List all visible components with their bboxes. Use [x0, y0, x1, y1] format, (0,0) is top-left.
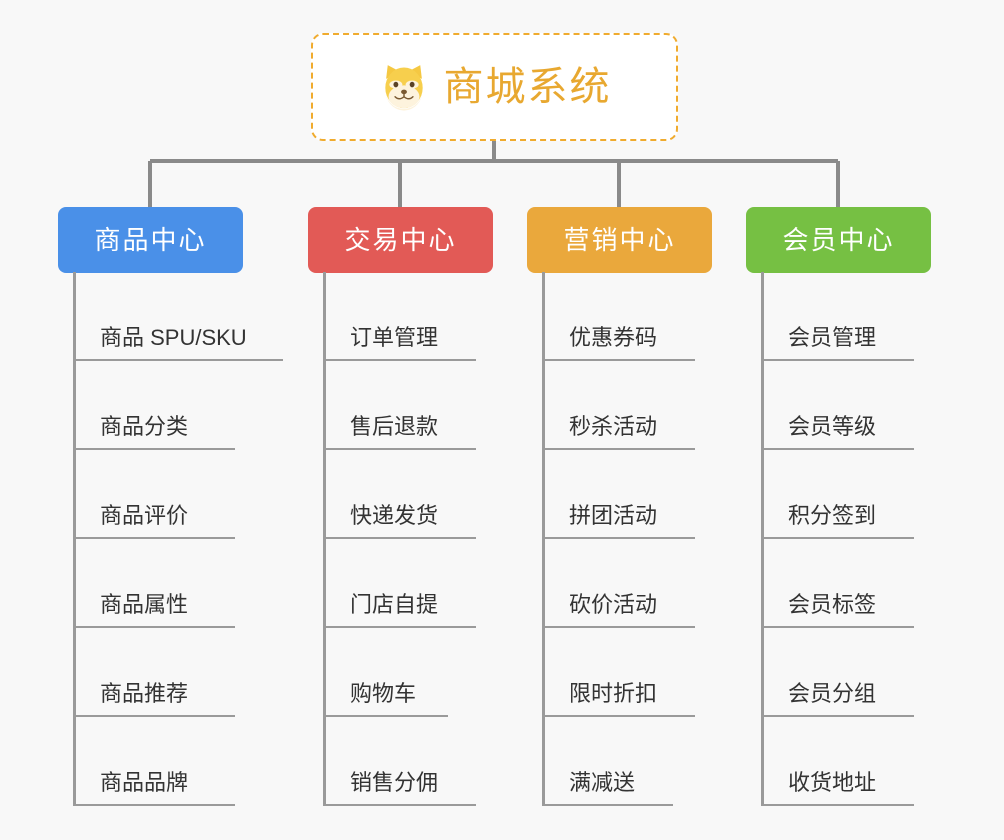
leaf-label: 会员标签: [788, 592, 877, 617]
leaf-underline: [542, 537, 695, 539]
leaf-underline: [323, 804, 476, 806]
leaf-label: 商品推荐: [100, 681, 189, 706]
leaf-trunk-marketing: [542, 272, 545, 806]
root-node[interactable]: 商城系统: [311, 33, 678, 141]
leaf-label: 商品品牌: [100, 770, 189, 795]
leaf-underline: [73, 715, 235, 717]
leaf-label: 商品评价: [100, 503, 189, 528]
leaf-underline: [323, 626, 476, 628]
leaf-underline: [542, 448, 695, 450]
leaf-label: 销售分佣: [350, 770, 439, 795]
leaf-trunk-trade: [323, 272, 326, 806]
leaf-underline: [542, 359, 695, 361]
leaf-underline: [761, 715, 914, 717]
category-label-marketing: 营销中心: [563, 225, 676, 255]
leaf-label: 会员管理: [788, 325, 877, 350]
leaf-underline: [761, 359, 914, 361]
leaf-underline: [761, 804, 914, 806]
leaf-label: 门店自提: [350, 592, 439, 617]
leaf-underline: [761, 448, 914, 450]
category-card-marketing[interactable]: 营销中心: [527, 207, 712, 273]
leaf-label: 积分签到: [788, 503, 877, 528]
leaf-underline: [323, 448, 476, 450]
leaf-label: 快递发货: [350, 503, 439, 528]
leaf-label: 满减送: [569, 770, 636, 795]
category-label-trade: 交易中心: [344, 225, 457, 255]
leaf-underline: [73, 537, 235, 539]
leaf-underline: [73, 448, 235, 450]
leaf-label: 订单管理: [350, 325, 439, 350]
root-title: 商城系统: [443, 65, 612, 109]
leaf-underline: [323, 715, 448, 717]
leaf-label: 售后退款: [350, 414, 439, 439]
category-label-product: 商品中心: [94, 225, 207, 255]
leaf-underline: [73, 626, 235, 628]
leaf-label: 会员等级: [788, 414, 877, 439]
leaf-underline: [323, 537, 476, 539]
category-card-trade[interactable]: 交易中心: [308, 207, 493, 273]
leaf-label: 商品分类: [100, 414, 189, 439]
leaf-label: 拼团活动: [569, 503, 658, 528]
leaf-underline: [761, 537, 914, 539]
leaf-underline: [73, 804, 235, 806]
leaf-label: 限时折扣: [569, 681, 658, 706]
leaf-label: 会员分组: [788, 681, 877, 706]
leaf-underline: [73, 359, 283, 361]
category-card-product[interactable]: 商品中心: [58, 207, 243, 273]
leaf-underline: [323, 359, 476, 361]
shiba-dog-face-icon: [384, 65, 423, 111]
leaf-label: 收货地址: [788, 770, 877, 795]
leaf-label: 商品 SPU/SKU: [100, 325, 247, 350]
category-card-member[interactable]: 会员中心: [746, 207, 931, 273]
leaf-trunk-member: [761, 272, 764, 806]
leaf-label: 购物车: [350, 681, 417, 706]
leaf-label: 优惠券码: [569, 325, 658, 350]
leaf-label: 商品属性: [100, 592, 189, 617]
leaf-label: 砍价活动: [569, 592, 658, 617]
leaf-label: 秒杀活动: [569, 414, 658, 439]
leaf-underline: [542, 715, 695, 717]
leaf-underline: [542, 626, 695, 628]
leaf-trunk-product: [73, 272, 76, 806]
leaf-underline: [542, 804, 673, 806]
category-label-member: 会员中心: [782, 225, 895, 255]
leaf-underline: [761, 626, 914, 628]
